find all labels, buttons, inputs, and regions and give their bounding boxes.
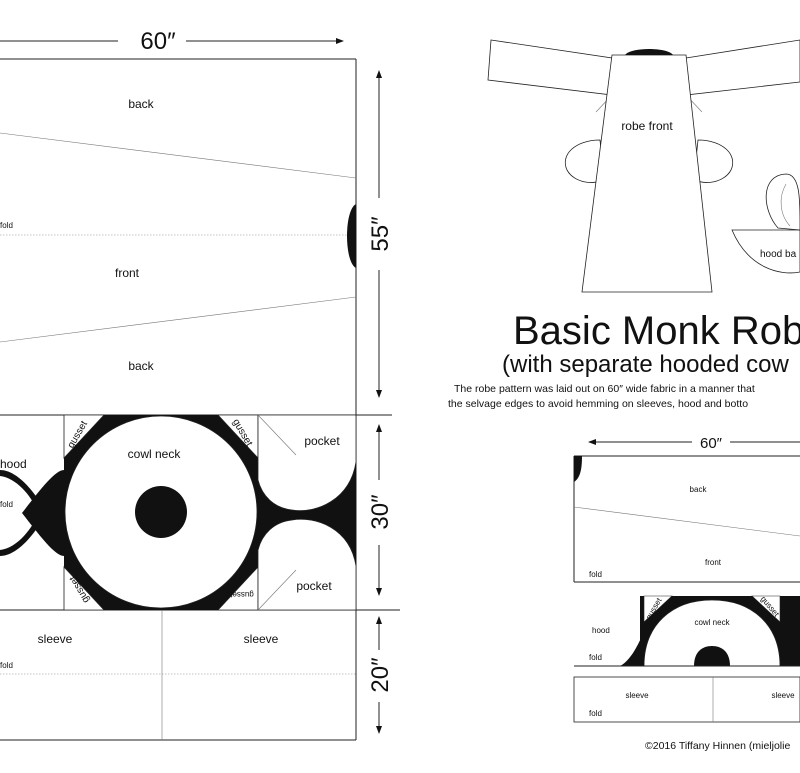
heading: Basic Monk Robe (with separate hooded co… [448, 309, 800, 410]
cowl-neck-hole [135, 486, 187, 538]
piece-label-cowl-neck: cowl neck [128, 447, 182, 461]
piece-label-pocket-top: pocket [304, 434, 340, 448]
small-label-hood: hood [592, 626, 610, 635]
hood-top-shape [765, 173, 800, 231]
description-line-2: the selvage edges to avoid hemming on sl… [448, 398, 748, 410]
robe-illustration: robe front hood ba [487, 39, 800, 293]
small-label-fold-1: fold [589, 570, 602, 579]
small-label-back: back [690, 485, 708, 494]
small-fabric-layout: 60″ back front fold gusset gusset cowl n… [573, 435, 800, 723]
piece-label-sleeve-right: sleeve [244, 632, 279, 646]
small-label-fold-3: fold [589, 709, 602, 718]
width-dimension-label: 60″ [140, 28, 176, 55]
height-dimension-bottom-label: 20″ [367, 657, 394, 693]
small-sleeve-section [573, 676, 800, 723]
hood-wedge-shape [22, 470, 64, 556]
arrow-left-icon [588, 439, 596, 445]
page-title: Basic Monk Robe [513, 309, 800, 353]
arrow-down-icon [376, 390, 382, 398]
arrow-down-icon [376, 588, 382, 596]
gusset-bottom-left [63, 565, 105, 611]
height-dimension-mid-label: 30″ [367, 494, 394, 530]
robe-front-label: robe front [621, 119, 673, 133]
arrow-up-icon [376, 424, 382, 432]
page-subtitle: (with separate hooded cow [502, 351, 790, 378]
robe-left-sleeve [487, 39, 613, 96]
neck-cutout-shape [347, 204, 356, 268]
small-gusset-left [643, 595, 673, 623]
gusset-top-left [63, 414, 105, 460]
main-fabric-layout: 60″ back fold front back 55″ hood fold [0, 28, 400, 741]
pocket-top-shape [257, 414, 357, 512]
small-cowl-neck-shape [643, 599, 781, 667]
piece-label-front: front [115, 266, 140, 280]
piece-label-pocket-bottom: pocket [296, 579, 332, 593]
cut-line-back-front-bottom [0, 296, 357, 343]
arrow-up-icon [376, 616, 382, 624]
small-label-sleeve-left: sleeve [625, 691, 649, 700]
piece-label-hood: hood [0, 457, 27, 471]
hood-piece-shape [0, 476, 38, 550]
pocket-bottom-shape [257, 518, 357, 611]
fold-label-middle: fold [0, 500, 13, 509]
small-cowl-hole [694, 646, 730, 666]
piece-label-sleeve-left: sleeve [38, 632, 73, 646]
small-cut-line [573, 506, 800, 537]
robe-right-pocket [693, 139, 734, 183]
small-label-cowl-neck: cowl neck [694, 618, 730, 627]
fold-label-bottom: fold [0, 661, 13, 670]
robe-neck-shape [625, 49, 673, 55]
small-gusset-right [751, 595, 781, 623]
hood-back-label: hood ba [760, 249, 797, 260]
pocket-bottom-diagonal [257, 569, 297, 611]
pocket-top-diagonal [257, 414, 297, 456]
gusset-label-br: gusset [229, 590, 253, 599]
arrow-right-icon [336, 38, 344, 44]
small-neck-cutout [574, 456, 582, 482]
cut-line-back-front-top [0, 132, 357, 179]
small-label-fold-2: fold [589, 653, 602, 662]
copyright-footer: ©2016 Tiffany Hinnen (mieljolie [645, 740, 790, 752]
arrow-up-icon [376, 70, 382, 78]
arrow-down-icon [376, 726, 382, 734]
small-label-front: front [705, 558, 722, 567]
robe-right-sleeve [685, 39, 800, 96]
height-dimension-top-label: 55″ [367, 216, 394, 252]
hood-seam-line [780, 183, 791, 227]
small-width-label: 60″ [700, 435, 723, 452]
piece-label-back-bottom: back [128, 359, 154, 373]
description-line-1: The robe pattern was laid out on 60″ wid… [454, 383, 755, 395]
small-label-sleeve-right: sleeve [771, 691, 795, 700]
small-hood-wedge [620, 632, 644, 666]
piece-label-back-top: back [128, 97, 154, 111]
fold-label-top: fold [0, 221, 13, 230]
